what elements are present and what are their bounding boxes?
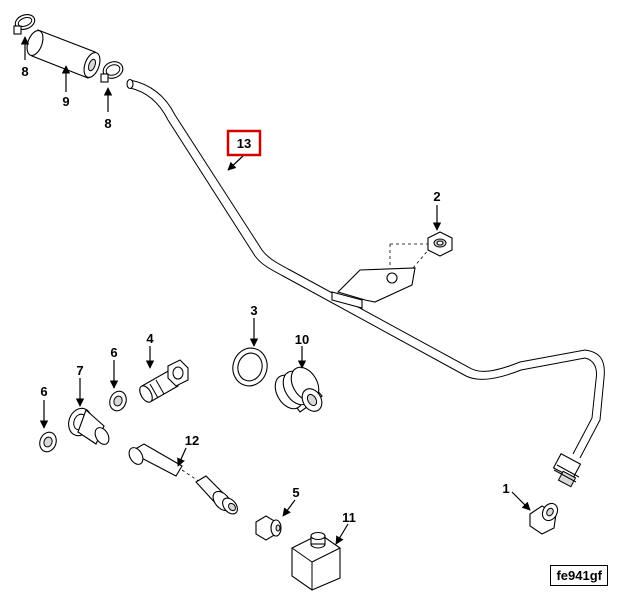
callout-4: 4 bbox=[146, 331, 154, 346]
adapter-fitting bbox=[274, 366, 323, 413]
callout-5: 5 bbox=[292, 485, 299, 500]
tube-bracket bbox=[331, 243, 431, 309]
callout-11: 11 bbox=[342, 510, 356, 525]
hose-clamp-upper bbox=[13, 14, 36, 35]
sealing-washer-upper bbox=[109, 390, 127, 412]
callout-13-highlight-box bbox=[226, 129, 262, 157]
hose bbox=[26, 29, 101, 79]
tube-section bbox=[128, 443, 238, 515]
callout-6-upper: 6 bbox=[110, 345, 117, 360]
flange-nut bbox=[427, 231, 453, 257]
tube-assembly bbox=[126, 78, 605, 488]
callout-labels: 8 9 8 13 2 3 10 4 6 7 6 12 5 11 1 bbox=[21, 64, 509, 525]
callout-2: 2 bbox=[433, 189, 440, 204]
callout-10: 10 bbox=[295, 332, 309, 347]
banjo-fitting bbox=[68, 407, 110, 445]
connector-fitting bbox=[529, 502, 559, 535]
callout-6-lower: 6 bbox=[40, 384, 47, 399]
o-ring bbox=[232, 347, 268, 387]
callout-12: 12 bbox=[185, 433, 199, 448]
tube-end-fitting bbox=[552, 453, 582, 488]
hose-clamp-lower bbox=[100, 61, 124, 83]
callout-8-upper: 8 bbox=[21, 64, 28, 79]
banjo-bolt bbox=[139, 359, 189, 403]
leader-lines bbox=[20, 36, 531, 545]
sealing-washer-lower bbox=[39, 431, 57, 453]
callout-1: 1 bbox=[502, 481, 509, 496]
elbow-block bbox=[291, 531, 341, 591]
callout-3: 3 bbox=[250, 303, 257, 318]
callout-8-lower: 8 bbox=[104, 116, 111, 131]
callout-9: 9 bbox=[62, 94, 69, 109]
callout-13: 13 bbox=[237, 136, 251, 151]
figure-reference-code: fe941gf bbox=[550, 565, 608, 586]
union-fitting bbox=[255, 515, 282, 541]
callout-7: 7 bbox=[76, 363, 83, 378]
